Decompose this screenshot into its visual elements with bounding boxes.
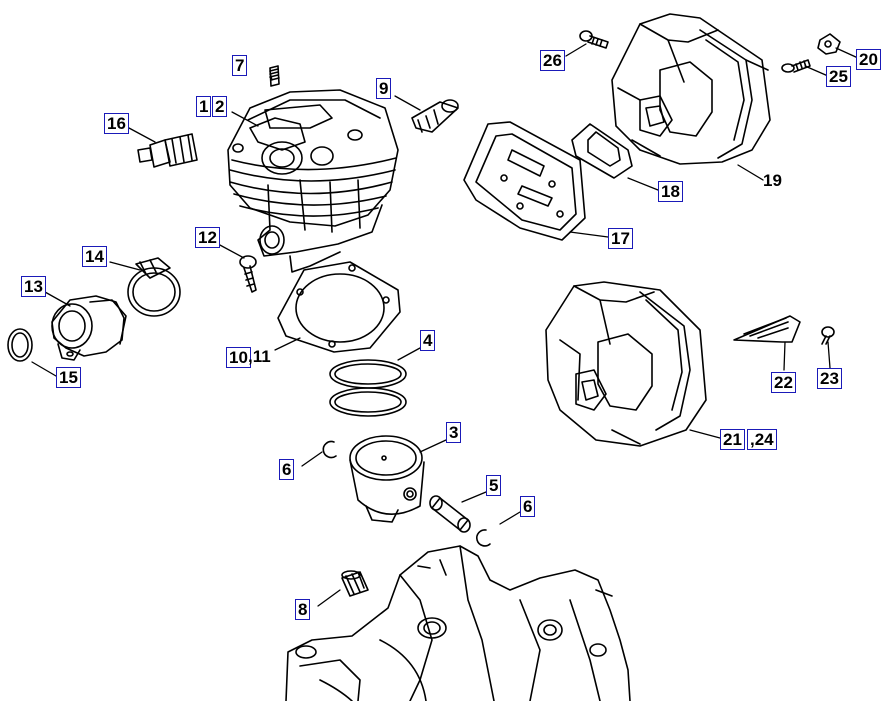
stud-part-7 [269,65,280,87]
callout-7[interactable]: 7 [232,55,248,76]
callout-4[interactable]: 4 [420,330,436,351]
callout-20[interactable]: 20 [856,49,881,70]
callout-21[interactable]: 21 [720,429,745,450]
callout-22[interactable]: 22 [771,372,796,393]
screw-part-25 [781,59,811,73]
callout-15[interactable]: 15 [56,367,81,388]
plate-part-22 [733,315,801,343]
hose-clamp-part-14 [127,257,181,317]
callout-18[interactable]: 18 [658,181,683,202]
callout-2[interactable]: 2 [212,96,228,117]
screw-part-12 [239,255,257,293]
callout-6-left[interactable]: 6 [279,459,295,480]
piston-rings-part-4 [329,359,407,417]
muffler-part-19 [611,13,771,165]
callout-26[interactable]: 26 [540,50,565,71]
callout-17[interactable]: 17 [608,228,633,249]
muffler-part-21 [545,281,707,447]
callout-16[interactable]: 16 [104,113,129,134]
callout-13[interactable]: 13 [21,276,46,297]
callout-3[interactable]: 3 [446,422,462,443]
callout-10[interactable]: 10 [226,347,251,368]
callout-23[interactable]: 23 [817,368,842,389]
circlip-part-6b [476,529,491,547]
callout-1[interactable]: 1 [196,96,212,117]
gasket-part-10 [277,261,401,353]
nut-part-20 [817,33,841,55]
decompression-valve-part-9 [411,99,459,133]
callout-5[interactable]: 5 [486,475,502,496]
cylinder-part-1 [227,89,399,273]
screw-part-23 [821,326,835,345]
callout-8[interactable]: 8 [295,599,311,620]
circlip-part-6a [322,440,337,459]
piston-part-3 [349,435,425,523]
heat-shield-part-17 [463,121,586,241]
callout-11: ,11 [248,347,271,366]
callout-24[interactable]: ,24 [747,429,777,450]
callout-9[interactable]: 9 [376,78,392,99]
callout-12[interactable]: 12 [195,227,220,248]
spark-plug-part-16 [137,133,198,168]
intake-manifold-part-13 [51,295,127,361]
crankcase [285,545,631,701]
callout-25[interactable]: 25 [826,66,851,87]
callout-14[interactable]: 14 [82,246,107,267]
leader-lines [31,43,859,607]
ring-part-15 [7,328,33,362]
piston-pin-part-5 [429,495,471,533]
callout-6-right[interactable]: 6 [520,496,536,517]
callout-19: 19 [763,171,782,190]
screw-part-26 [579,30,609,49]
exhaust-gasket-part-18 [571,123,633,179]
needle-cage-part-8 [341,570,369,597]
